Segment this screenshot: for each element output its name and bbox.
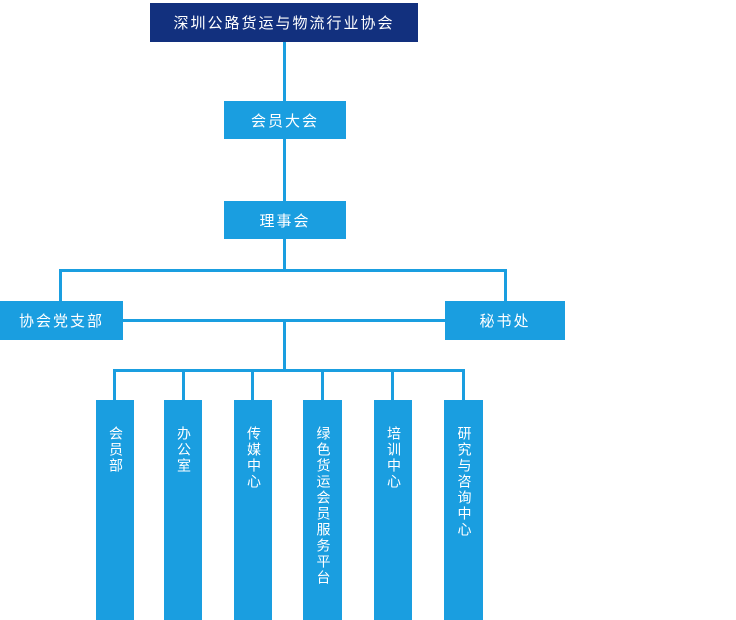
connector-mid-down <box>283 319 286 372</box>
connector-drop-dept-1 <box>113 369 116 401</box>
org-node-label: 会员部 <box>107 426 123 474</box>
org-node-secretariat: 秘书处 <box>445 301 565 340</box>
org-node-label: 培训中心 <box>385 426 401 490</box>
org-node-party-branch: 协会党支部 <box>0 301 123 340</box>
org-node-membership-dept: 会员部 <box>96 400 134 620</box>
org-node-green-freight-platform: 绿色货运会员服务平台 <box>303 400 342 620</box>
connector-assembly-to-council <box>283 138 286 202</box>
org-node-label: 传媒中心 <box>245 426 261 490</box>
org-node-label: 深圳公路货运与物流行业协会 <box>173 14 395 32</box>
org-node-research-consulting-center: 研究与咨询中心 <box>444 400 483 620</box>
org-node-member-assembly: 会员大会 <box>224 101 346 139</box>
org-node-council: 理事会 <box>224 201 346 239</box>
connector-drop-dept-2 <box>182 369 185 401</box>
connector-branch-crossbar <box>59 269 507 272</box>
org-node-label: 会员大会 <box>250 111 319 130</box>
org-node-label: 办公室 <box>175 426 191 474</box>
org-node-label: 绿色货运会员服务平台 <box>314 426 331 586</box>
connector-drop-dept-6 <box>462 369 465 401</box>
org-node-association-root: 深圳公路货运与物流行业协会 <box>150 3 418 42</box>
connector-root-to-assembly <box>283 41 286 102</box>
connector-council-down <box>283 238 286 272</box>
org-node-label: 协会党支部 <box>18 312 104 330</box>
connector-drop-dept-5 <box>391 369 394 401</box>
org-node-label: 理事会 <box>259 211 311 230</box>
org-node-media-center: 传媒中心 <box>234 400 272 620</box>
connector-departments-crossbar <box>113 369 465 372</box>
org-node-office: 办公室 <box>164 400 202 620</box>
connector-drop-secretariat <box>504 269 507 302</box>
org-node-training-center: 培训中心 <box>374 400 412 620</box>
org-node-label: 秘书处 <box>479 312 531 330</box>
org-node-label: 研究与咨询中心 <box>455 426 472 538</box>
connector-drop-dept-3 <box>251 369 254 401</box>
connector-drop-dept-4 <box>321 369 324 401</box>
connector-drop-party-branch <box>59 269 62 302</box>
